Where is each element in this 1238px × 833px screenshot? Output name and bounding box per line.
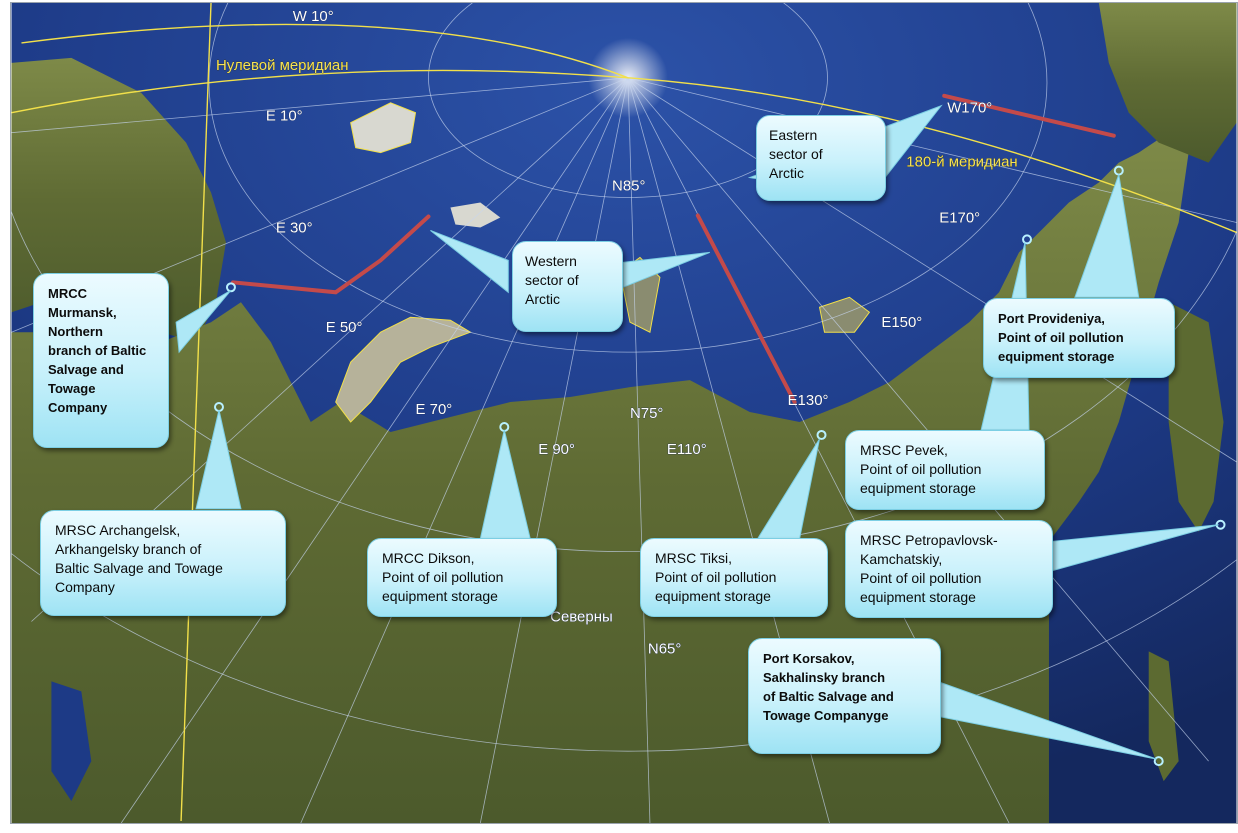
callout-korsakov: Port Korsakov, Sakhalinsky branch of Bal… — [748, 638, 941, 754]
sector-boundaries — [230, 93, 1116, 405]
label-e130: E130° — [788, 392, 829, 409]
label-e50: E 50° — [326, 319, 363, 336]
label-w10: W 10° — [293, 8, 334, 25]
pevek-marker — [1022, 234, 1033, 245]
callout-pevek: MRSC Pevek, Point of oil pollution equip… — [845, 430, 1045, 510]
label-e110: E110° — [667, 441, 707, 458]
arctic-map: W 10° E 10° E 30° E 50° E 70° E 90° E110… — [10, 2, 1238, 824]
label-e30: E 30° — [276, 219, 313, 236]
tiksi-marker — [816, 429, 827, 440]
callout-western-sector: Western sector of Arctic — [512, 241, 623, 332]
label-partial-severny: Северны — [550, 608, 613, 625]
label-e90: E 90° — [538, 441, 575, 458]
label-n85: N85° — [612, 178, 645, 195]
callout-petropavlovsk: MRSC Petropavlovsk- Kamchatskiy, Point o… — [845, 520, 1053, 618]
label-e70: E 70° — [416, 401, 453, 418]
prime-and-180-meridians — [11, 3, 1237, 822]
callout-archangelsk: MRSC Archangelsk, Arkhangelsky branch of… — [40, 510, 286, 616]
label-n75: N75° — [630, 405, 663, 422]
label-e150: E150° — [881, 314, 922, 331]
label-e10: E 10° — [266, 108, 303, 125]
label-n65: N65° — [648, 640, 681, 657]
callout-dikson: MRCC Dikson, Point of oil pollution equi… — [367, 538, 557, 617]
korsakov-marker — [1153, 756, 1164, 767]
callout-tiksi: MRSC Tiksi, Point of oil pollution equip… — [640, 538, 828, 617]
label-180-meridian: 180-й меридиан — [906, 154, 1017, 171]
callout-provideniya: Port Provideniya, Point of oil pollution… — [983, 298, 1175, 378]
callout-eastern-sector: Eastern sector of Arctic — [756, 115, 886, 201]
label-w170: W170° — [947, 100, 992, 117]
label-e170: E170° — [939, 209, 980, 226]
callout-murmansk: MRCC Murmansk, Northern branch of Baltic… — [33, 273, 169, 448]
murmansk-marker — [225, 282, 236, 293]
label-prime-meridian: Нулевой меридиан — [216, 57, 349, 74]
